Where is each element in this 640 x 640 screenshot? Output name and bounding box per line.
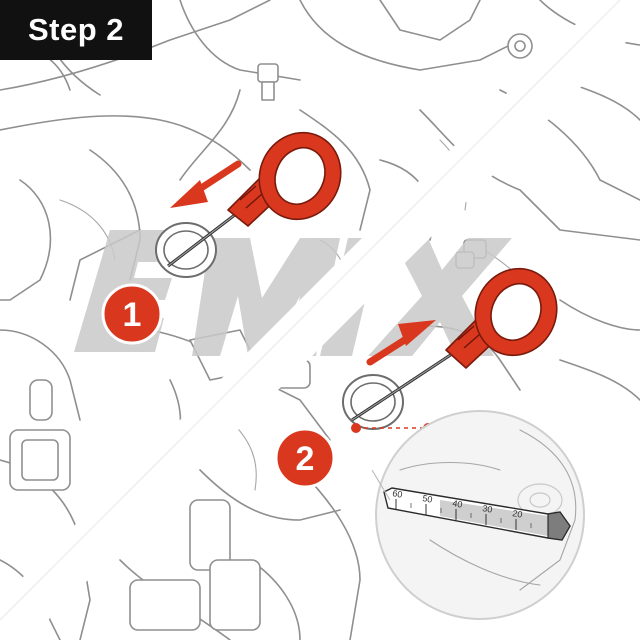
scale-ticks: [395, 499, 532, 530]
scale-mark-30: 30: [482, 503, 494, 515]
divider-edge-a: [0, 0, 621, 621]
step-label: Step 2: [0, 0, 152, 60]
arrow-in-icon: [366, 320, 436, 366]
dipstick-icon-2: [351, 267, 558, 422]
zoom-circle-icon: 60 50 40 30 20: [371, 410, 585, 620]
bolt-top-left: [257, 63, 279, 101]
pipe-lower-left: [9, 379, 261, 631]
scale-mark-50: 50: [422, 493, 434, 505]
callout-number-1: 1: [123, 296, 142, 334]
scale-mark-40: 40: [452, 498, 464, 510]
arrow-out-icon: [170, 160, 242, 208]
scale-mark-20: 20: [512, 508, 524, 520]
callout-badge-2: 2: [274, 427, 336, 489]
scene-2: 60 50 40 30 20: [342, 267, 585, 620]
bolt-top-right: [507, 33, 533, 59]
callout-number-2: 2: [296, 440, 315, 478]
dipstick-tube-hole-2: [342, 374, 404, 430]
scene-1: [155, 131, 342, 278]
dipstick-tube-hole-1: [155, 222, 217, 278]
callout-badge-1: 1: [101, 283, 163, 345]
scale-mark-60: 60: [392, 488, 404, 500]
dipstick-icon: [167, 131, 342, 268]
